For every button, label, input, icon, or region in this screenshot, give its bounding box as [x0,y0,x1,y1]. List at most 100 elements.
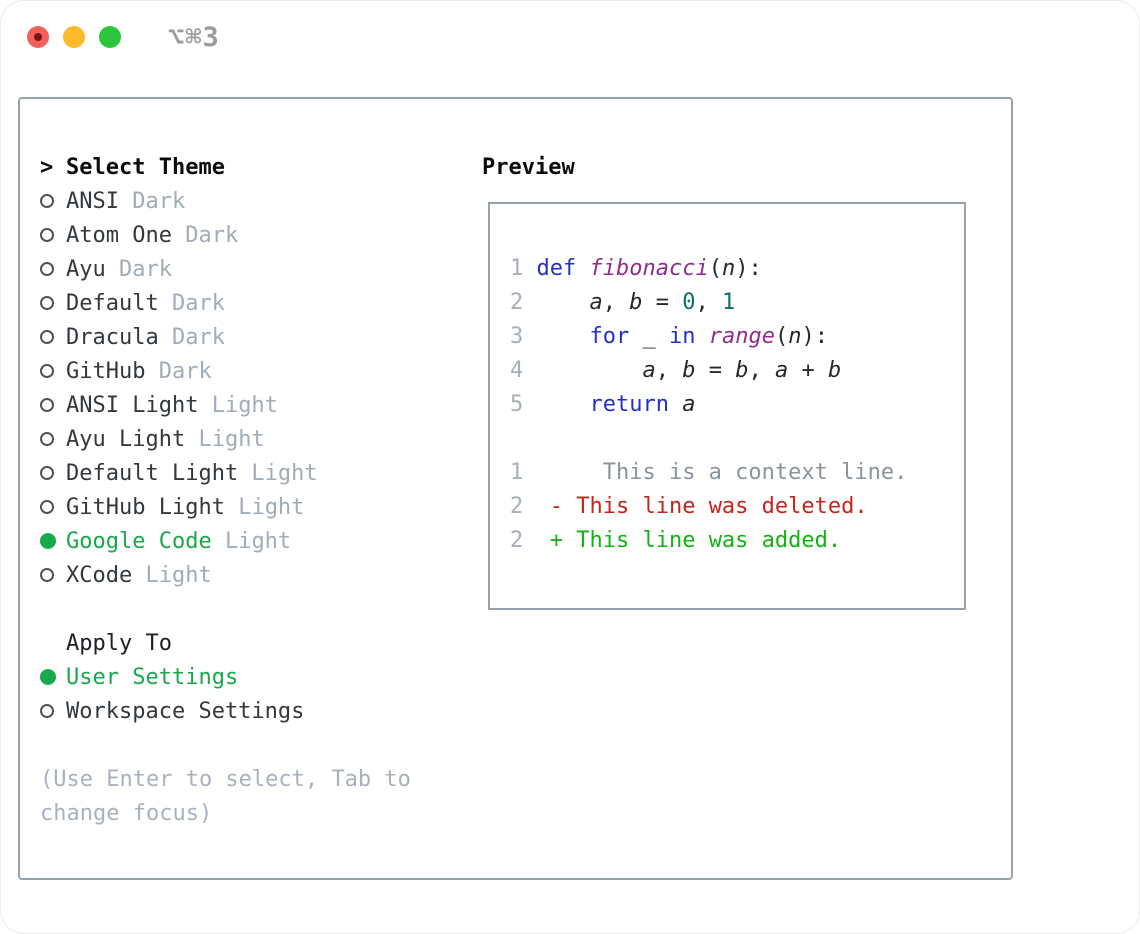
code-token: in [668,324,696,349]
theme-name: Default [66,290,159,316]
radio-icon [40,194,54,208]
zoom-button[interactable] [99,26,121,48]
apply-option[interactable]: User Settings [40,660,482,694]
code-token: This is a context line. [536,460,908,485]
code-token: ( [774,324,789,349]
radio-icon [40,330,54,344]
diff-line: 2 - This line was deleted. [510,490,964,524]
theme-option[interactable]: Ayu Light Light [40,422,482,456]
theme-variant: Light [185,426,265,452]
line-number: 1 [510,256,524,281]
code-token: n [788,324,802,349]
prompt-icon: > [40,154,54,180]
line-number: 2 [510,528,524,553]
theme-option[interactable]: Google Code Light [40,524,482,558]
code-token [537,494,550,519]
code-token [537,392,590,417]
code-token: ( [708,256,722,281]
theme-name: Atom One [66,222,172,248]
code-token [695,324,708,349]
code-token: return [589,392,669,417]
line-number: 2 [510,290,524,315]
code-token: 0 [682,290,696,315]
line-number: 2 [510,494,524,519]
code-token: , [602,290,630,315]
line-number: 1 [510,460,524,485]
theme-option[interactable]: XCode Light [40,558,482,592]
code-token: , [655,358,683,383]
theme-variant: Dark [118,188,186,214]
right-column: Preview 1 def fibonacci(n):2 a, b = 0, 1… [482,99,1011,878]
theme-option[interactable]: Atom One Dark [40,218,482,252]
apply-to-heading: Apply To [40,626,482,660]
theme-name: Ayu Light [66,426,186,452]
theme-name: Google Code [66,528,212,554]
code-token: , [748,358,775,383]
hint-text-line1: (Use Enter to select, Tab to [40,766,411,792]
code-token: a [774,358,789,383]
apply-to-label: Apply To [66,630,172,656]
code-token: def [536,256,577,281]
code-line: 1 def fibonacci(n): [510,252,964,286]
diff-line: 1 This is a context line. [510,456,964,490]
code-token: b [629,290,643,315]
theme-option[interactable]: Ayu Dark [40,252,482,286]
theme-variant: Light [224,494,305,520]
line-number: 4 [510,358,524,383]
close-button[interactable] [27,26,49,48]
radio-icon [40,262,54,276]
apply-option[interactable]: Workspace Settings [40,694,482,728]
theme-variant: Dark [171,222,239,248]
theme-name: ANSI [66,188,119,214]
code-token [537,528,550,553]
code-token: , [695,290,722,315]
code-token: - This line was deleted. [549,494,868,519]
radio-icon [40,568,54,582]
code-token: + This line was added. [549,528,842,553]
theme-option[interactable]: Dracula Dark [40,320,482,354]
theme-name: Ayu [66,256,106,282]
code-token: 1 [721,290,736,315]
code-token: b [682,358,696,383]
spacer [40,728,482,762]
code-token: + [788,358,828,383]
minimize-button[interactable] [63,26,85,48]
code-token: _ [629,324,669,349]
diff-line: 2 + This line was added. [510,524,964,558]
code-token [537,324,590,349]
theme-name: Dracula [66,324,159,350]
code-token: n [721,256,736,281]
theme-name: ANSI Light [66,392,199,418]
theme-option[interactable]: Default Dark [40,286,482,320]
theme-option[interactable]: GitHub Dark [40,354,482,388]
theme-variant: Light [132,562,212,588]
apply-option-label: Workspace Settings [66,698,305,724]
code-line: 4 a, b = b, a + b [510,354,964,388]
select-theme-heading: > Select Theme [40,150,482,184]
code-line: 2 a, b = 0, 1 [510,286,964,320]
theme-option[interactable]: GitHub Light Light [40,490,482,524]
window-title: ⌥⌘3 [168,22,220,53]
theme-option[interactable]: ANSI Dark [40,184,482,218]
code-token [576,256,589,281]
code-token: a [642,358,656,383]
radio-icon [40,398,54,412]
apply-option-label: User Settings [66,664,239,690]
theme-variant: Dark [158,290,225,316]
hint-text-line2: change focus) [40,800,213,826]
unsaved-dot-icon [34,33,42,41]
code-token: ): [801,324,828,349]
title-bar: ⌥⌘3 [0,0,1140,72]
theme-option[interactable]: Default Light Light [40,456,482,490]
code-token: for [589,324,630,349]
traffic-lights [27,26,121,48]
theme-variant: Dark [145,358,212,384]
theme-name: GitHub [66,358,146,384]
theme-option[interactable]: ANSI Light Light [40,388,482,422]
line-number: 3 [510,324,524,349]
